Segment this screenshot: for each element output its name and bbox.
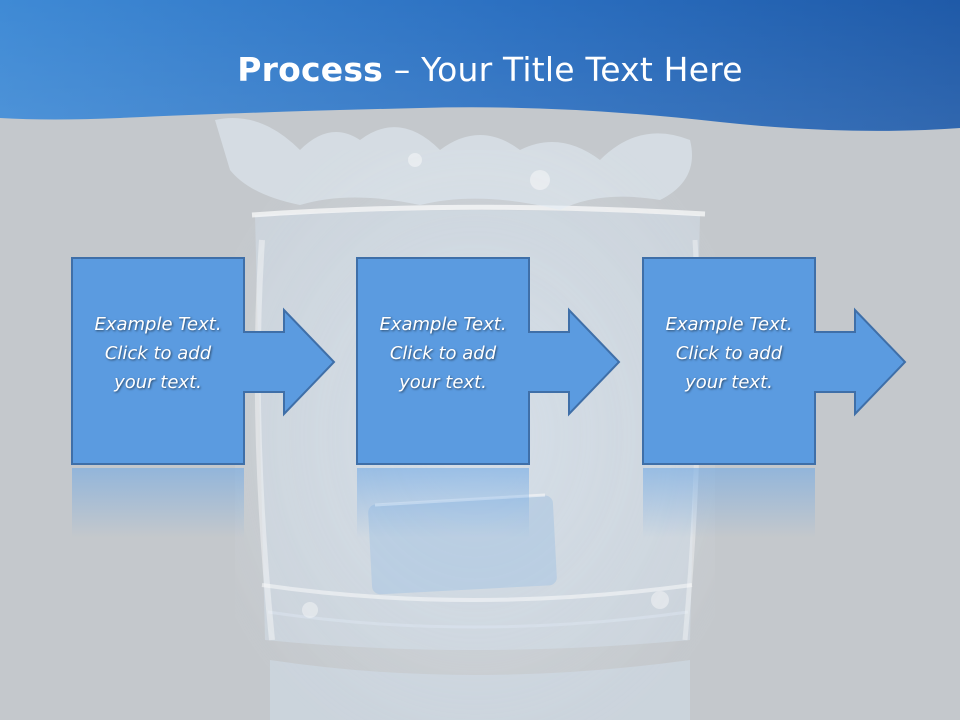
arrow-joint [241, 333, 247, 391]
slide-title[interactable]: Process – Your Title Text Here [0, 50, 960, 89]
step-text-line: Click to add [104, 343, 212, 364]
step-text-line: Click to add [389, 343, 497, 364]
step-text-line: Example Text. [665, 314, 793, 335]
process-step-2[interactable] [356, 257, 621, 538]
process-step-3[interactable] [642, 257, 907, 538]
step-box[interactable] [356, 257, 530, 465]
step-reflection [643, 468, 815, 538]
right-arrow-icon [810, 307, 907, 417]
header-band [0, 0, 960, 131]
step-reflection [357, 468, 529, 538]
step-text-line: Example Text. [94, 314, 222, 335]
step-text-2[interactable]: Example Text. Click to add your text. [356, 310, 530, 397]
step-text-line: your text. [399, 372, 487, 393]
arrow-joint [526, 333, 532, 391]
step-reflection [72, 468, 244, 538]
step-text-3[interactable]: Example Text. Click to add your text. [642, 310, 816, 397]
step-text-line: Click to add [675, 343, 783, 364]
step-box[interactable] [71, 257, 245, 465]
title-rest: – Your Title Text Here [383, 50, 743, 89]
right-arrow-icon [239, 307, 336, 417]
title-bold: Process [237, 50, 384, 89]
step-text-line: your text. [114, 372, 202, 393]
process-step-1[interactable] [71, 257, 336, 538]
arrow-joint [812, 333, 818, 391]
step-text-line: Example Text. [379, 314, 507, 335]
step-text-line: your text. [685, 372, 773, 393]
step-text-1[interactable]: Example Text. Click to add your text. [71, 310, 245, 397]
process-steps [71, 257, 907, 538]
right-arrow-icon [524, 307, 621, 417]
